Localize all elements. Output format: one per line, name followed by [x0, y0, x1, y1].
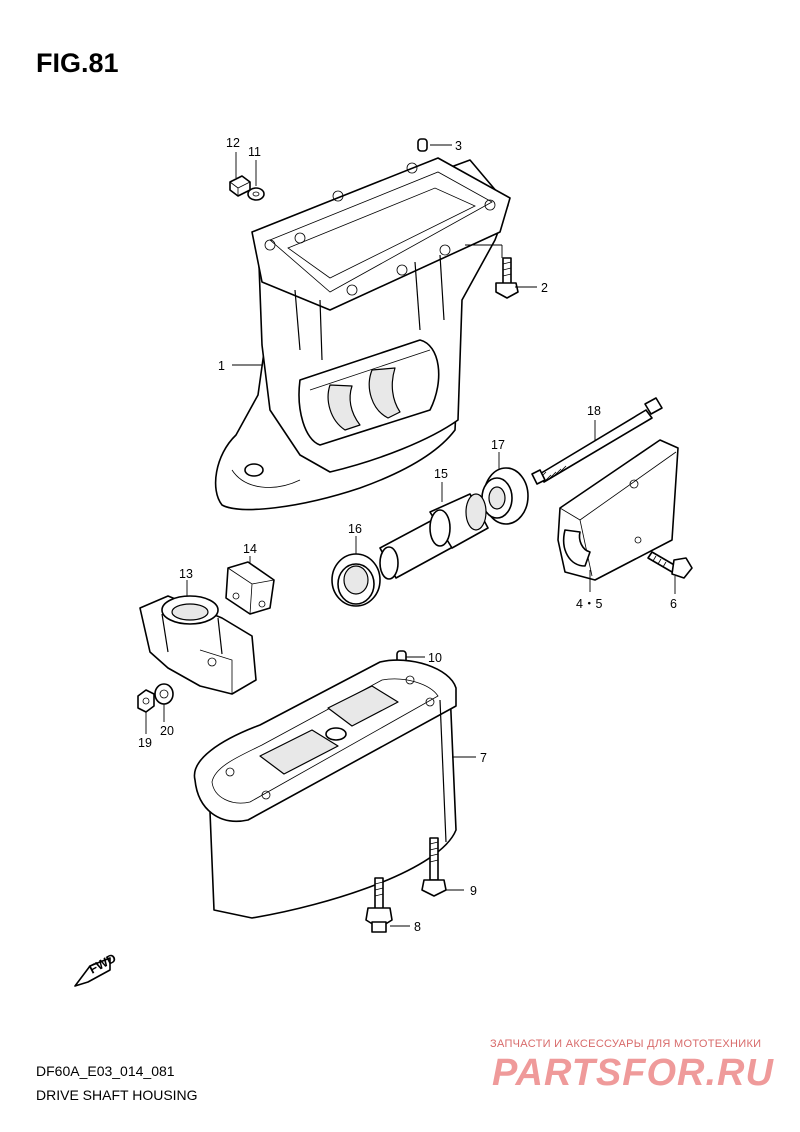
bolt-part-6[interactable]: [647, 551, 693, 579]
figure-caption: DRIVE SHAFT HOUSING: [36, 1087, 198, 1103]
washer-part-11[interactable]: [247, 187, 265, 201]
callout-15: 15: [434, 467, 448, 481]
bolt-part-12[interactable]: [229, 175, 251, 197]
bushing-part-17[interactable]: [481, 467, 529, 525]
callout-labels: 1 2 3 4・5 6 7 8 9 10 11 12 13 14 15 16 1…: [138, 136, 677, 934]
callout-16: 16: [348, 522, 362, 536]
figure-code: DF60A_E03_014_081: [36, 1063, 175, 1079]
callout-6: 6: [670, 597, 677, 611]
fwd-arrow-icon: FWD: [74, 951, 119, 987]
plate-part-14[interactable]: [225, 561, 275, 615]
callout-20: 20: [160, 724, 174, 738]
watermark-tagline: ЗАПЧАСТИ И АКСЕССУАРЫ ДЛЯ МОТОТЕХНИКИ: [490, 1038, 762, 1050]
watermark-logo[interactable]: PARTSFOR.RU: [492, 1052, 774, 1094]
callout-4-5: 4・5: [576, 597, 602, 611]
callout-7: 7: [480, 751, 487, 765]
callout-9: 9: [470, 884, 477, 898]
mount-block-part-13[interactable]: [139, 595, 257, 695]
callout-2: 2: [541, 281, 548, 295]
sleeve-part-15[interactable]: [379, 493, 489, 580]
callout-11: 11: [248, 145, 261, 159]
figure-title: FIG.81: [36, 48, 119, 78]
mount-bracket-part-4-5[interactable]: [557, 439, 679, 581]
stud-part-18[interactable]: [531, 397, 663, 485]
callout-14: 14: [243, 542, 257, 556]
bolt-part-2[interactable]: [495, 257, 519, 299]
callout-12: 12: [226, 136, 240, 150]
callout-10: 10: [428, 651, 442, 665]
bolt-part-8[interactable]: [365, 877, 393, 933]
drive-shaft-housing-part-1[interactable]: [214, 157, 511, 511]
callout-3: 3: [455, 139, 462, 153]
callout-18: 18: [587, 404, 601, 418]
dowel-pin-part-3[interactable]: [417, 138, 428, 152]
grommet-part-16[interactable]: [331, 553, 381, 607]
washer-part-20[interactable]: [154, 683, 174, 705]
lower-housing-part-7[interactable]: [193, 659, 457, 919]
bolt-part-9[interactable]: [421, 837, 447, 897]
nut-part-19[interactable]: [137, 689, 155, 713]
leader-lines: [145, 144, 676, 927]
callout-17: 17: [491, 438, 505, 452]
callout-8: 8: [414, 920, 421, 934]
callout-13: 13: [179, 567, 193, 581]
callout-19: 19: [138, 736, 152, 750]
callout-1: 1: [218, 359, 225, 373]
